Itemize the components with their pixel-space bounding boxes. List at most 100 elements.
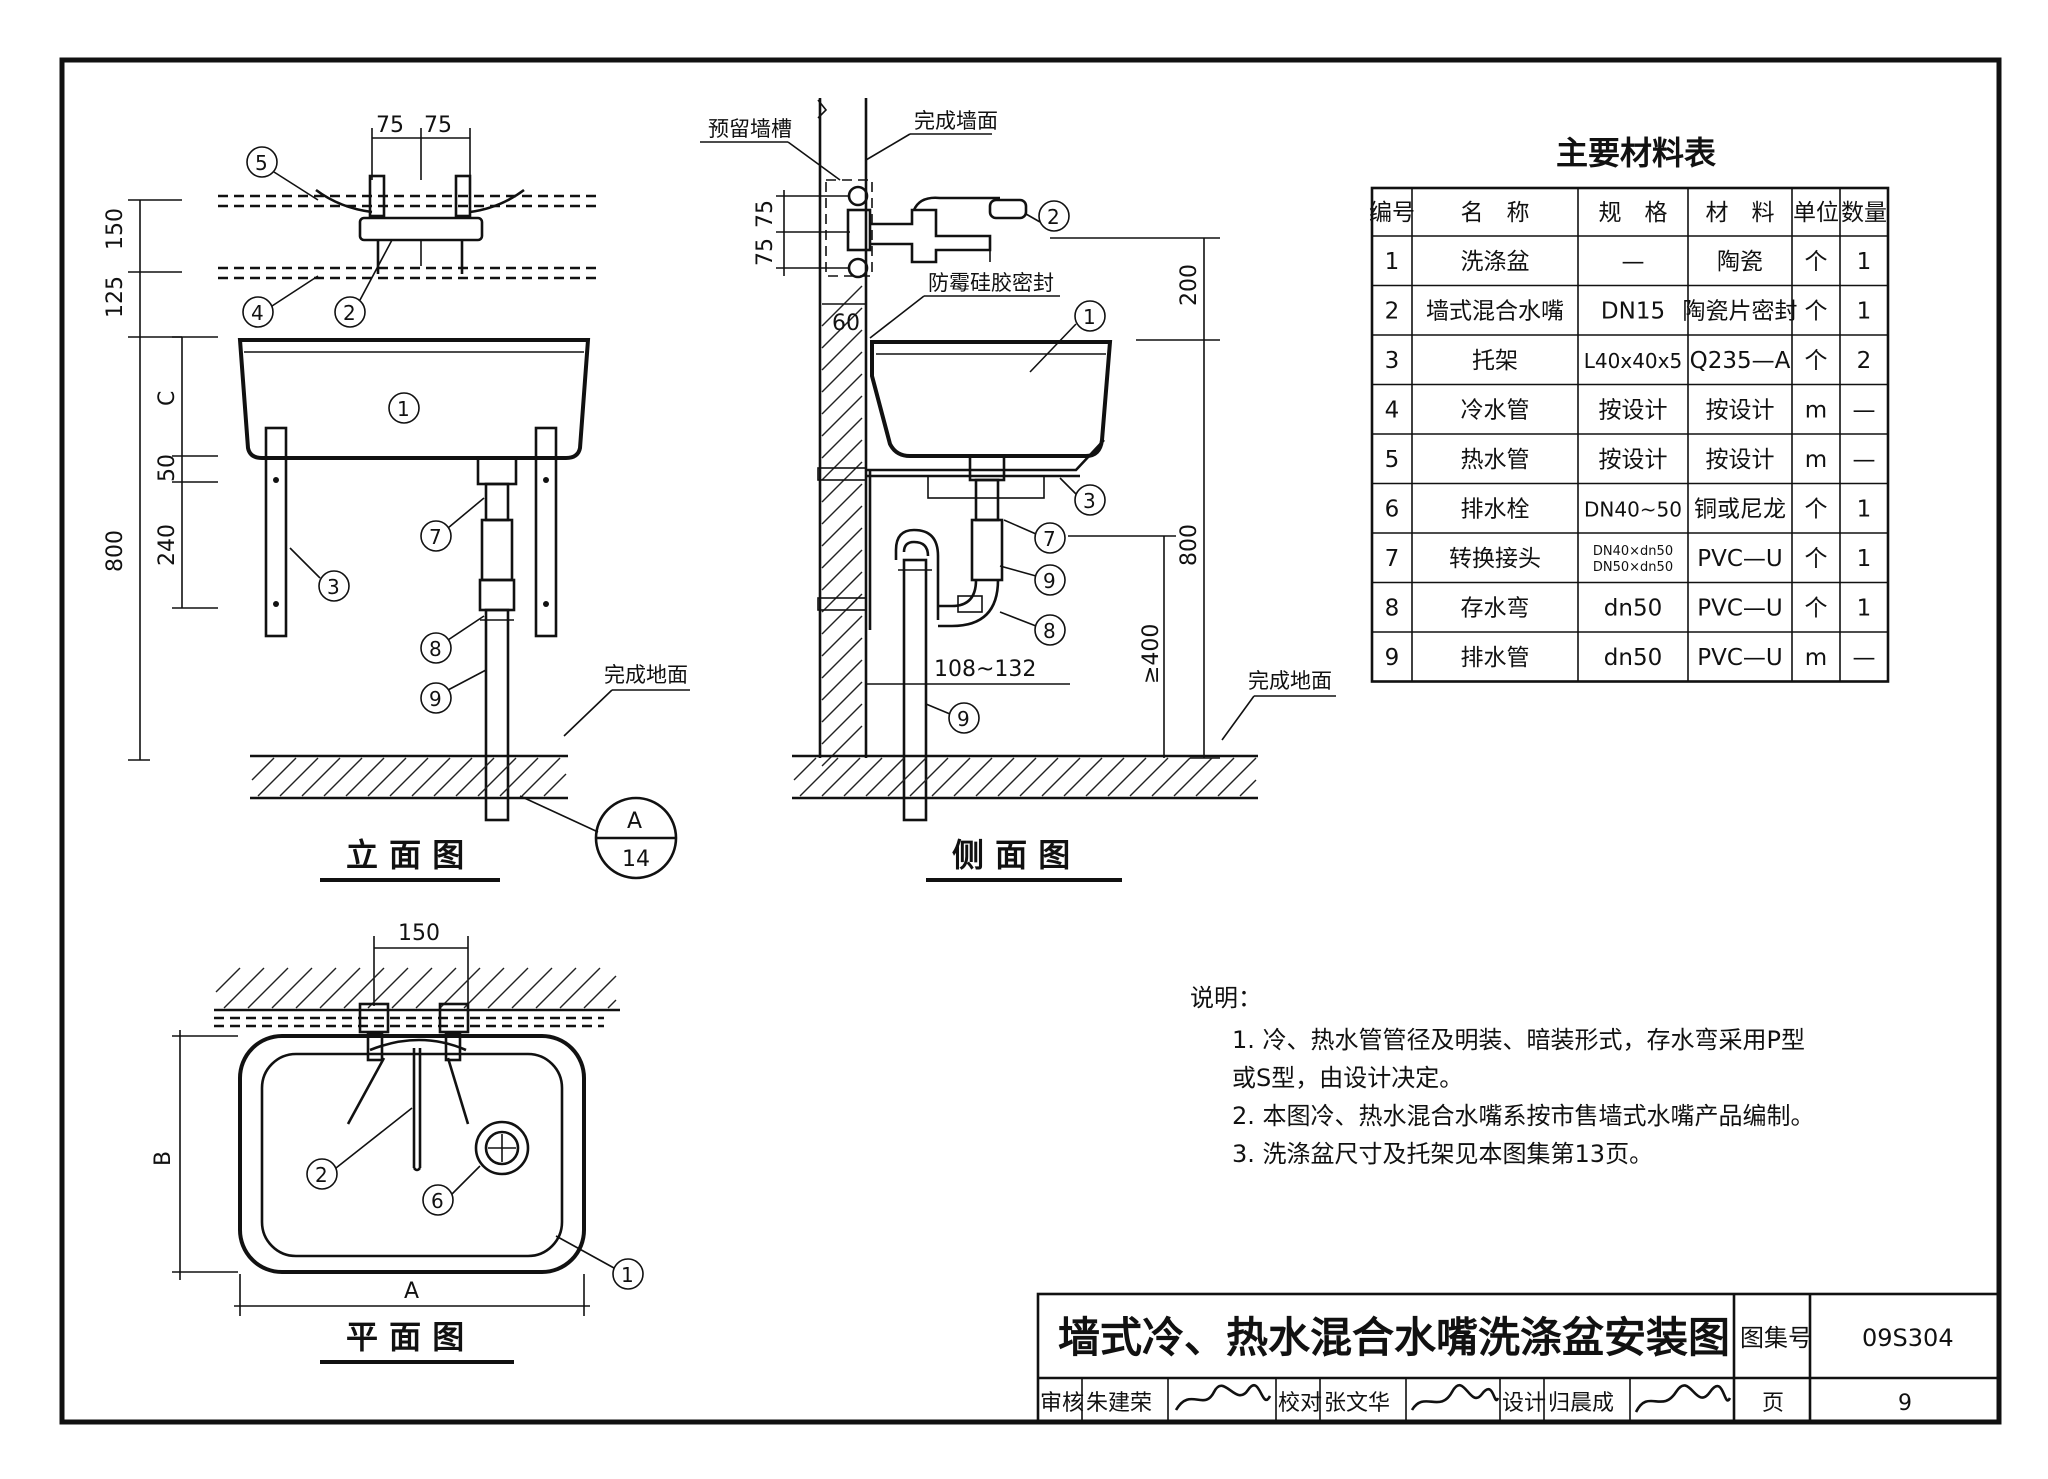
plan-callout-2: 2	[306, 1107, 413, 1190]
svg-text:7: 7	[1043, 527, 1056, 551]
table-cell: L40x40x5	[1584, 349, 1682, 373]
table-cell: —	[1853, 645, 1876, 671]
designer-signature	[1634, 1384, 1732, 1413]
checker-name: 张文华	[1324, 1391, 1390, 1416]
table-cell: —	[1853, 397, 1876, 423]
table-cell: 存水弯	[1461, 595, 1530, 621]
table-cell: 冷水管	[1461, 397, 1530, 423]
svg-text:7: 7	[429, 525, 442, 549]
table-cell: 1	[1857, 249, 1872, 275]
table-cell: dn50	[1604, 645, 1662, 671]
side-dim-75b: 75	[753, 238, 778, 266]
side-callout-3: 3	[1059, 477, 1106, 516]
designer-name: 归晨成	[1548, 1391, 1614, 1416]
svg-text:8: 8	[429, 637, 442, 661]
elev-dim-125: 125	[103, 276, 128, 318]
table-cell: 排水栓	[1461, 496, 1530, 522]
table-header-cell: 名 称	[1461, 200, 1530, 226]
table-cell: 1	[1385, 249, 1400, 275]
elev-callout-8: 8	[420, 615, 485, 664]
checker-signature	[1410, 1383, 1500, 1411]
table-header-cell: 数量	[1841, 200, 1887, 226]
side-dim-108: 108~132	[934, 657, 1036, 682]
side-callout-9-upper: 9	[999, 564, 1066, 596]
table-cell: 个	[1805, 348, 1828, 374]
plan-callout-6: 6	[422, 1165, 481, 1216]
plan-basin-outer	[238, 1034, 586, 1274]
table-cell: 5	[1385, 447, 1400, 473]
table-cell: PVC—U	[1697, 595, 1783, 621]
side-label-reserved-slot: 预留墙槽	[708, 117, 792, 141]
note-line-2: 或S型，由设计决定。	[1232, 1064, 1463, 1092]
table-cell: DN15	[1601, 298, 1665, 324]
svg-text:9: 9	[429, 687, 442, 711]
table-cell: 8	[1385, 595, 1400, 621]
table-cell: 1	[1857, 595, 1872, 621]
elev-floor-label: 完成地面	[604, 663, 688, 687]
side-dim-400: ≥400	[1139, 624, 1164, 684]
svg-text:3: 3	[327, 575, 340, 599]
table-cell: 洗涤盆	[1461, 249, 1530, 275]
table-header-cell: 规 格	[1599, 200, 1668, 226]
page-label: 页	[1762, 1391, 1784, 1416]
svg-text:2: 2	[315, 1163, 328, 1187]
side-floor-hatch	[793, 757, 1257, 797]
svg-text:3: 3	[1083, 489, 1096, 513]
table-cell: 转换接头	[1449, 546, 1541, 572]
elevation-floor-hatch	[251, 757, 567, 797]
svg-text:9: 9	[957, 707, 970, 731]
table-cell: 1	[1857, 496, 1872, 522]
notes-heading: 说明：	[1190, 984, 1262, 1012]
svg-text:2: 2	[1047, 205, 1060, 229]
svg-text:4: 4	[251, 301, 264, 325]
side-view-title: 侧 面 图	[952, 836, 1070, 874]
title-block: 墙式冷、热水混合水嘴洗涤盆安装图 图集号 09S304 审核 朱建荣 校对 张文…	[1036, 1292, 2001, 1424]
elev-callout-7: 7	[420, 497, 485, 552]
table-cell: 6	[1385, 496, 1400, 522]
table-cell: 2	[1857, 348, 1872, 374]
side-wall-hatch	[821, 285, 863, 767]
elev-callout-1: 1	[388, 392, 420, 424]
table-cell: 4	[1385, 397, 1400, 423]
note-line-3: 2. 本图冷、热水混合水嘴系按市售墙式水嘴产品编制。	[1232, 1102, 1815, 1130]
drawing-title: 墙式冷、热水混合水嘴洗涤盆安装图	[1058, 1313, 1730, 1362]
plan-dim-b: B	[151, 1151, 176, 1166]
table-cell: 1	[1857, 546, 1872, 572]
table-cell: 7	[1385, 546, 1400, 572]
note-line-4: 3. 洗涤盆尺寸及托架见本图集第13页。	[1232, 1140, 1653, 1168]
table-cell: PVC—U	[1697, 645, 1783, 671]
plan-view: 150 B A 2 6	[151, 921, 644, 1364]
table-cell: 墙式混合水嘴	[1426, 298, 1564, 324]
side-callout-1: 1	[1029, 300, 1106, 373]
elev-callout-5: 5	[246, 146, 319, 201]
elev-dim-240: 240	[155, 524, 180, 566]
svg-text:1: 1	[397, 397, 410, 421]
check-label: 校对	[1278, 1391, 1322, 1416]
side-dim-75a: 75	[753, 200, 778, 228]
svg-text:5: 5	[255, 151, 268, 175]
review-label: 审核	[1040, 1391, 1084, 1416]
table-cell: 热水管	[1461, 447, 1530, 473]
side-view: 预留墙槽 完成墙面 75 75 60 防霉硅胶密封	[700, 98, 1336, 882]
elev-callout-4: 4	[242, 275, 319, 328]
svg-text:2: 2	[343, 301, 356, 325]
design-label: 设计	[1502, 1391, 1546, 1416]
side-dim-200: 200	[1177, 264, 1202, 306]
table-cell: 铜或尼龙	[1694, 496, 1786, 522]
side-dim-60: 60	[832, 311, 860, 336]
plan-callout-1: 1	[555, 1235, 644, 1290]
table-grid	[1370, 186, 1890, 683]
table-cell: 个	[1805, 249, 1828, 275]
elev-dim-150: 150	[103, 208, 128, 250]
elev-dim-800: 800	[103, 530, 128, 572]
table-cell: m	[1805, 397, 1827, 423]
side-label-sealant: 防霉硅胶密封	[928, 271, 1054, 295]
elev-callout-2: 2	[334, 239, 393, 328]
table-cell: m	[1805, 645, 1827, 671]
reviewer-signature	[1174, 1384, 1272, 1411]
svg-text:1: 1	[621, 1263, 634, 1287]
table-cell: 个	[1805, 298, 1828, 324]
